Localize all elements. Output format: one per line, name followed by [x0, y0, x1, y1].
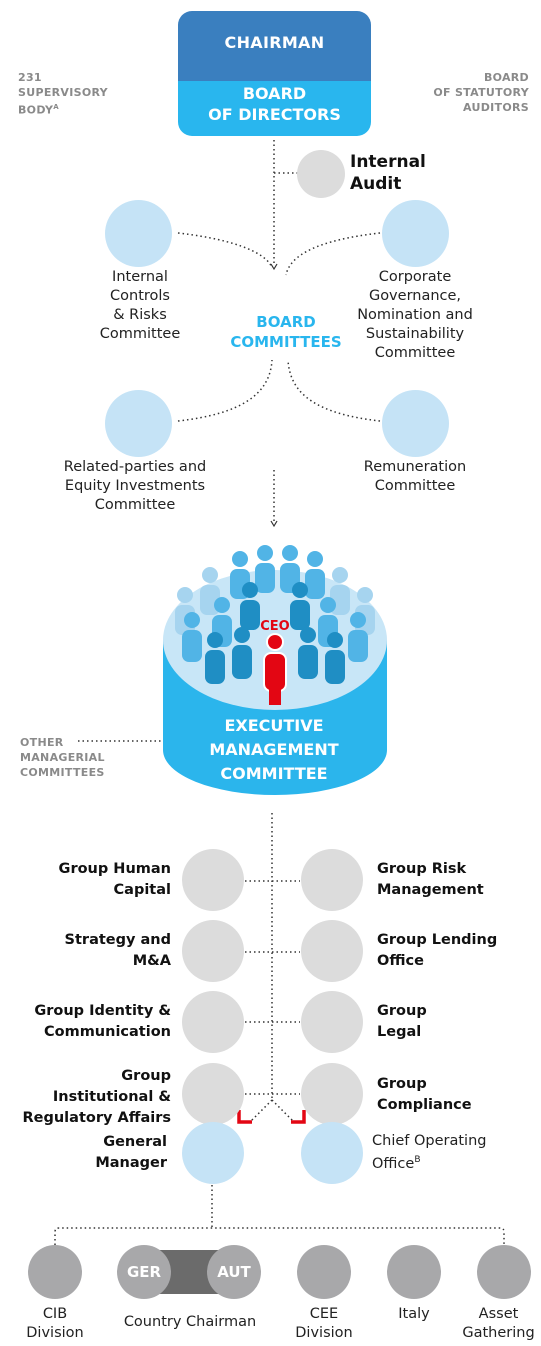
corporate-governance-circle [382, 200, 449, 267]
executive-committee-title: EXECUTIVE MANAGEMENT COMMITTEE [209, 716, 339, 783]
board-of-directors-box: BOARD OF DIRECTORS [178, 81, 371, 136]
function-circle-right [301, 991, 363, 1053]
statutory-auditors-label: BOARD OF STATUTORY AUDITORS [433, 71, 529, 114]
general-manager-circle [182, 1122, 244, 1184]
function-circle-left [182, 920, 244, 982]
remuneration-label: Remuneration Committee [363, 459, 467, 494]
cib-division-circle [28, 1245, 82, 1299]
aut-label: AUT [217, 1263, 251, 1281]
chairman-box: CHAIRMAN [178, 11, 371, 81]
cee-division-label: CEE Division [295, 1306, 353, 1341]
function-circle-left [182, 991, 244, 1053]
group-identity-label: Group Identity & Communication [34, 1003, 171, 1040]
remuneration-circle [382, 390, 449, 457]
function-circle-right [301, 1063, 363, 1125]
group-legal-label: Group Legal [377, 1003, 427, 1040]
aut-circle [207, 1245, 261, 1299]
internal-audit-circle [297, 150, 345, 198]
other-managerial-committees-label: OTHER MANAGERIAL COMMITTEES [20, 736, 105, 779]
group-lending-office-label: Group Lending Office [377, 932, 498, 969]
group-compliance-label: Group Compliance [377, 1076, 472, 1113]
cee-division-circle [297, 1245, 351, 1299]
ger-circle [117, 1245, 171, 1299]
strategy-ma-label: Strategy and M&A [64, 932, 171, 969]
country-chairman-label: Country Chairman [123, 1314, 257, 1330]
group-human-capital-label: Group Human Capital [58, 861, 171, 898]
supervisory-body-label: 231 SUPERVISORY BODYA [18, 71, 108, 117]
group-institutional-label: Group Institutional & Regulatory Affairs [22, 1068, 171, 1126]
related-parties-circle [105, 390, 172, 457]
board-committees-title: BOARD COMMITTEES [230, 313, 342, 351]
cib-division-label: CIB Division [26, 1306, 84, 1341]
board-of-directors-label: BOARD OF DIRECTORS [208, 84, 341, 124]
asset-gathering-circle [477, 1245, 531, 1299]
asset-gathering-label: Asset Gathering [462, 1306, 535, 1341]
executive-committee-graphic [163, 545, 387, 795]
general-manager-label: General Manager [95, 1134, 167, 1171]
ger-label: GER [126, 1263, 162, 1281]
group-risk-management-label: Group Risk Management [377, 861, 484, 898]
chairman-label: CHAIRMAN [224, 33, 325, 52]
internal-controls-circle [105, 200, 172, 267]
function-circle-right [301, 849, 363, 911]
ceo-label: CEO [260, 619, 290, 634]
coo-circle [301, 1122, 363, 1184]
function-circle-left [182, 849, 244, 911]
italy-circle [387, 1245, 441, 1299]
corporate-governance-label: Corporate Governance, Nomination and Sus… [357, 269, 473, 361]
internal-controls-label: Internal Controls & Risks Committee [99, 269, 181, 342]
coo-label: Chief Operating OfficeB [372, 1133, 487, 1172]
italy-label: Italy [398, 1306, 430, 1322]
related-parties-label: Related-parties and Equity Investments C… [63, 459, 207, 513]
function-circle-right [301, 920, 363, 982]
internal-audit-label: Internal Audit [350, 152, 426, 194]
function-circle-left [182, 1063, 244, 1125]
